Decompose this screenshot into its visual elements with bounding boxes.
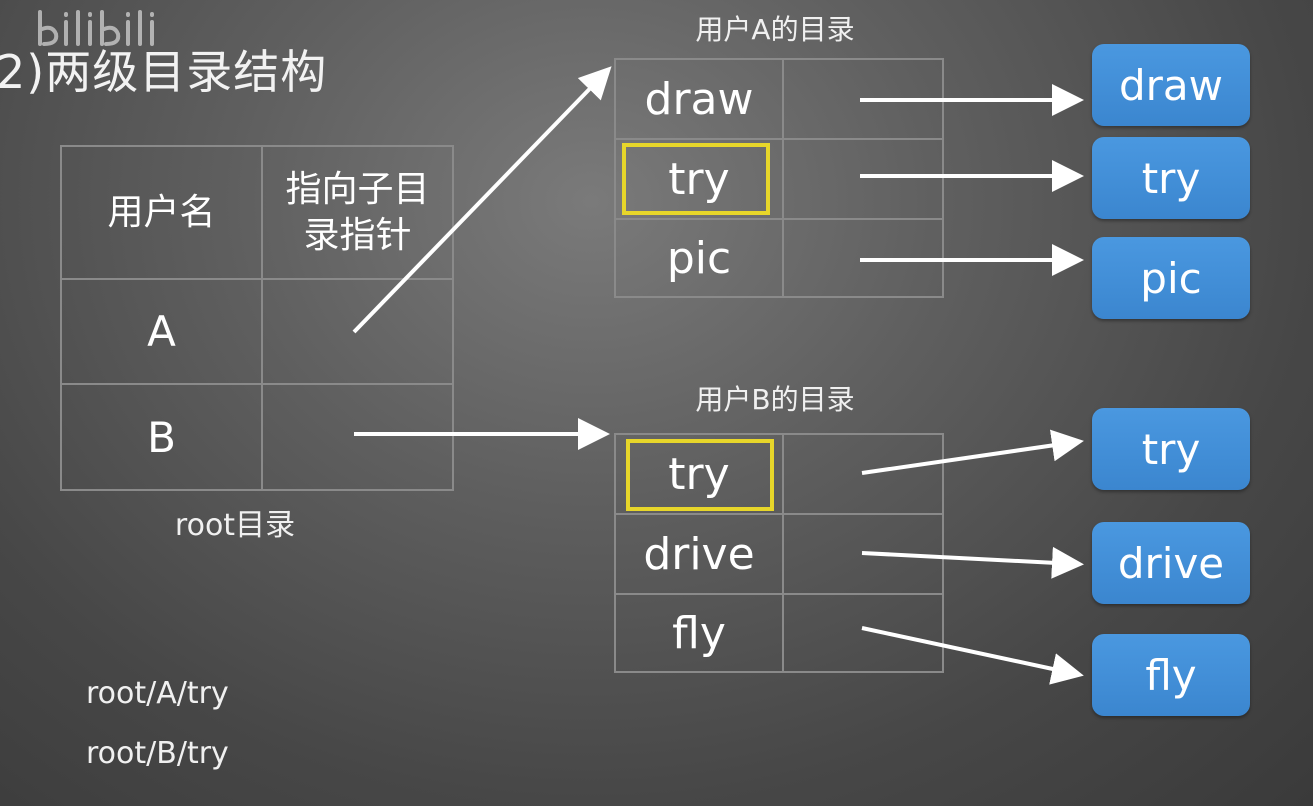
root-header-pointer: 指向子目 录指针 [263, 147, 452, 278]
dir-a-entry-pic: pic [666, 232, 732, 284]
dir-a-try-highlight [622, 143, 770, 215]
dir-b-entry-fly: fly [672, 607, 726, 659]
dir-b-table: try drive fly [614, 433, 944, 673]
bilibili-watermark [38, 10, 154, 46]
file-a-pic: pic [1092, 237, 1250, 319]
file-b-fly: fly [1092, 634, 1250, 716]
dir-a-entry-try: try [668, 153, 730, 205]
dir-b-entry-try: try [668, 448, 730, 500]
root-row-a-user: A [147, 307, 176, 356]
file-a-draw: draw [1092, 44, 1250, 126]
root-directory-table: 用户名 指向子目 录指针 A B [60, 145, 454, 491]
dir-b-try-highlight [626, 439, 774, 511]
dir-b-caption: 用户B的目录 [695, 383, 855, 416]
page-title: 2)两级目录结构 [0, 45, 328, 99]
arrow-dir-b-fly-to-file [861, 626, 1084, 685]
root-directory-caption: root目录 [174, 508, 296, 543]
root-header-username: 用户名 [107, 191, 216, 233]
arrow-root-a-to-dir-a [352, 66, 612, 334]
file-a-try: try [1092, 137, 1250, 219]
file-b-try: try [1092, 408, 1250, 490]
root-header-pointer-line2: 录指针 [303, 214, 412, 256]
path-root-a-try: root/A/try [86, 676, 229, 711]
arrow-dir-b-try-to-file [861, 429, 1084, 475]
file-b-drive: drive [1092, 522, 1250, 604]
dir-a-caption: 用户A的目录 [695, 13, 855, 46]
dir-b-entry-drive: drive [643, 528, 755, 580]
root-header-pointer-line1: 指向子目 [285, 168, 430, 210]
path-root-b-try: root/B/try [86, 736, 229, 771]
arrow-dir-b-drive-to-file [861, 546, 1084, 579]
dir-a-entry-draw: draw [644, 73, 754, 125]
root-row-b-user: B [147, 412, 176, 462]
